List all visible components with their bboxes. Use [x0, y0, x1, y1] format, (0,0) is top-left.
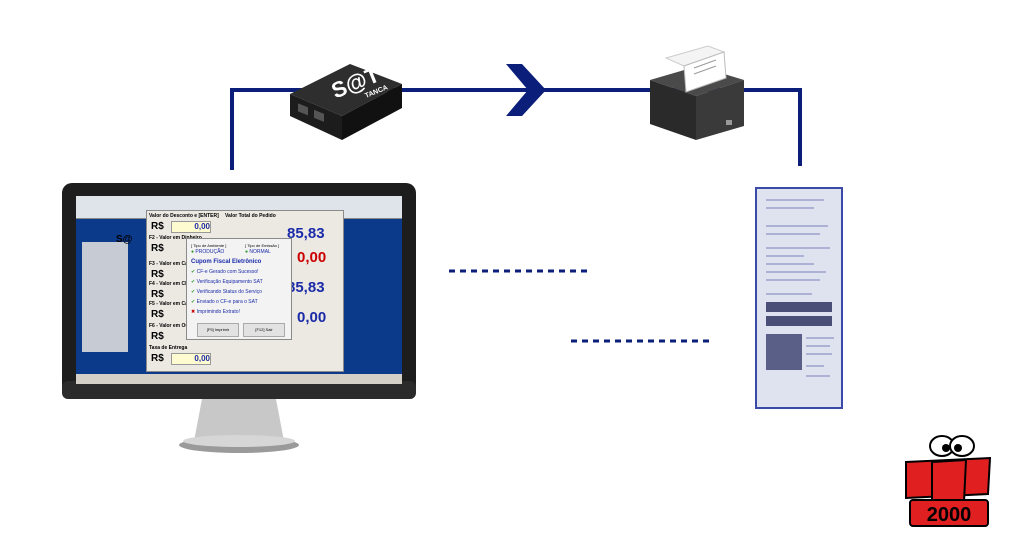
value-pago: 85,83 [287, 279, 325, 296]
step-1: ✔ CF-e Gerado com Sucesso! [191, 269, 259, 275]
currency-6: R$ [151, 331, 164, 342]
print-button[interactable]: [F5] Imprimir [197, 323, 239, 337]
label-f2: F2 - Valor em Dinheiro [149, 235, 202, 241]
currency-1: R$ [151, 221, 164, 232]
value-total: 85,83 [287, 225, 325, 242]
label-desconto: Valor do Desconto e [ENTER] [149, 213, 219, 219]
connector-line [230, 88, 802, 170]
currency-3: R$ [151, 269, 164, 280]
currency-7: R$ [151, 353, 164, 364]
value-restante: 0,00 [297, 309, 327, 326]
label-f3: F3 - Valor em Cartão [149, 261, 198, 267]
sat-dialog: [ Tipo de Ambiente ] [ Tipo de Emissão ]… [186, 238, 292, 340]
arrow-right-icon [506, 64, 546, 116]
monitor-screen: S@ Valor do Desconto e [ENTER] Valor Tot… [76, 196, 402, 384]
label-f4: F4 - Valor em Cheque [149, 281, 200, 287]
step-4: ✔ Enviado o CF-e para o SAT [191, 299, 258, 305]
screen-statusbar [76, 374, 402, 384]
input-taxa[interactable]: 0,00 [171, 353, 211, 365]
receipt-printer-icon [644, 38, 748, 142]
currency-5: R$ [151, 309, 164, 320]
payment-window: Valor do Desconto e [ENTER] Valor Total … [146, 210, 344, 372]
printed-receipt-icon [754, 186, 844, 410]
label-f5: F5 - Valor em Cartão [149, 301, 198, 307]
ambiente-value: ● PRODUÇÃO [191, 249, 225, 255]
step-2: ✔ Verificação Equipamento SAT [191, 279, 263, 285]
screen-sidebar [82, 242, 128, 352]
sat-device-icon: S@T TANCA [270, 44, 410, 144]
ambiente-label: [ Tipo de Ambiente ] [191, 243, 227, 248]
exit-button[interactable]: [F12] Sair [243, 323, 285, 337]
mascot-logo-icon: 2000 [902, 432, 994, 532]
label-f6: F6 - Valor em Outros [149, 323, 198, 329]
side-text: S@ [116, 234, 133, 245]
label-taxa: Taxa de Entrega [149, 345, 188, 351]
currency-4: R$ [151, 289, 164, 300]
emissao-label: [ Tipo de Emissão ] [245, 243, 280, 248]
dialog-title: Cupom Fiscal Eletrônico [191, 259, 262, 265]
step-3: ✔ Verificando Status do Serviço [191, 289, 262, 295]
currency-2: R$ [151, 243, 164, 254]
value-troco: 0,00 [297, 249, 327, 266]
logo-text: 2000 [927, 504, 972, 526]
step-5: ✖ Imprimindo Extrato! [191, 309, 240, 315]
emissao-value: ● NORMAL [245, 249, 271, 255]
input-desconto[interactable]: 0,00 [171, 221, 211, 233]
label-total: Valor Total do Pedido [225, 213, 276, 219]
